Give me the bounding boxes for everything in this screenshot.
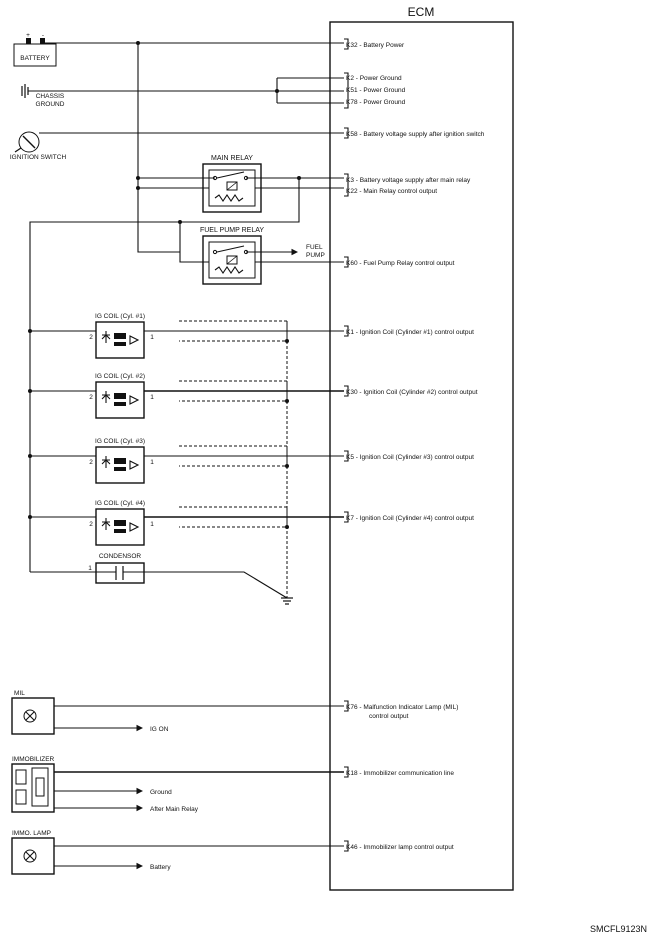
mil-component: MIL IG ON (11, 690, 344, 735)
svg-text:+: + (26, 32, 30, 39)
pin-k76-label: K76 - Malfunction Indicator Lamp (MIL) (346, 704, 458, 711)
chassis-ground-component: CHASSIS GROUND (21, 77, 344, 108)
pin-k30-label: K30 - Ignition Coil (Cylinder #2) contro… (346, 389, 478, 396)
ig-coil-1-pin-1: 1 (150, 334, 154, 341)
ig-coil-2-label: IG COIL (Cyl. #2) (95, 373, 145, 380)
dest-after-main-relay: After Main Relay (150, 806, 199, 813)
battery-component: + - BATTERY (13, 32, 344, 67)
condensor-pin-1: 1 (88, 565, 92, 572)
pin-k5-label: K5 - Ignition Coil (Cylinder #3) control… (346, 454, 474, 461)
fuel-pump-label-2: PUMP (306, 252, 325, 259)
ig-coil-3-pin-1: 1 (150, 459, 154, 466)
ig-coil-2-pin-1: 1 (150, 394, 154, 401)
ecm-pins: K32 - Battery Power K2 - Power Ground K5… (344, 38, 485, 852)
pin-k51-label: K51 - Power Ground (346, 87, 406, 94)
main-relay-component: MAIN RELAY (136, 155, 344, 213)
immo-lamp-component: IMMO. LAMP Battery (11, 830, 344, 875)
ig-coil-1-label: IG COIL (Cyl. #1) (95, 313, 145, 320)
battery-label: BATTERY (20, 55, 50, 62)
svg-text:-: - (42, 32, 44, 39)
ig-coil-2: IG COIL (Cyl. #2) 2 1 (28, 373, 344, 419)
figure-reference: SMCFL9123N (590, 924, 647, 934)
ecm-module: ECM (329, 5, 514, 891)
chassis-ground-label: CHASSIS (36, 93, 65, 100)
ig-coil-3-label: IG COIL (Cyl. #3) (95, 438, 145, 445)
shield-ground-symbol (281, 597, 293, 605)
dest-ig-on: IG ON (150, 726, 169, 733)
ig-coil-4-pin-2: 2 (89, 521, 93, 528)
pin-k78-label: K78 - Power Ground (346, 99, 406, 106)
condensor-label: CONDENSOR (99, 553, 142, 560)
chassis-ground-label-2: GROUND (36, 101, 65, 108)
dest-ground: Ground (150, 789, 172, 796)
ig-coil-3-pin-2: 2 (89, 459, 93, 466)
mil-label: MIL (14, 690, 25, 697)
immo-lamp-label: IMMO. LAMP (12, 830, 51, 837)
ig-coil-2-pin-2: 2 (89, 394, 93, 401)
dest-battery: Battery (150, 864, 171, 871)
pin-k58-label: K58 - Battery voltage supply after ignit… (346, 131, 485, 138)
ignition-switch-component: IGNITION SWITCH (10, 131, 344, 161)
ig-coil-4-pin-1: 1 (150, 521, 154, 528)
pin-k7-label: K7 - Ignition Coil (Cylinder #4) control… (346, 515, 474, 522)
pin-k3-label: K3 - Battery voltage supply after main r… (346, 177, 471, 184)
ig-coil-3: IG COIL (Cyl. #3) 2 1 (28, 438, 344, 484)
pin-k18-label: K18 - Immobilizer communication line (346, 770, 454, 777)
fuel-pump-relay-component: FUEL PUMP RELAY FUEL PUMP (179, 222, 344, 285)
ecm-title: ECM (408, 5, 435, 19)
ig-coil-4: IG COIL (Cyl. #4) 2 1 (28, 500, 344, 546)
ig-coil-1-pin-2: 2 (89, 334, 93, 341)
pin-k60-label: K60 - Fuel Pump Relay control output (346, 260, 455, 267)
pin-k22-label: K22 - Main Relay control output (346, 188, 437, 195)
ig-coil-1: IG COIL (Cyl. #1) 2 1 (28, 313, 344, 359)
pin-k76-label-cont: control output (369, 713, 409, 720)
main-relay-label: MAIN RELAY (211, 155, 253, 162)
fuel-pump-relay-label: FUEL PUMP RELAY (200, 227, 264, 234)
ignition-switch-label: IGNITION SWITCH (10, 154, 67, 161)
ig-coil-4-label: IG COIL (Cyl. #4) (95, 500, 145, 507)
condensor-component: CONDENSOR 1 (30, 553, 288, 599)
fuel-pump-label: FUEL (306, 244, 323, 251)
pin-k32-label: K32 - Battery Power (346, 42, 405, 49)
pin-k2-label: K2 - Power Ground (346, 75, 402, 82)
immobilizer-label: IMMOBILIZER (12, 756, 55, 763)
pin-k46-label: K46 - Immobilizer lamp control output (346, 844, 454, 851)
immobilizer-component: IMMOBILIZER Ground After Main Relay (11, 756, 344, 813)
pin-k1-label: K1 - Ignition Coil (Cylinder #1) control… (346, 329, 474, 336)
